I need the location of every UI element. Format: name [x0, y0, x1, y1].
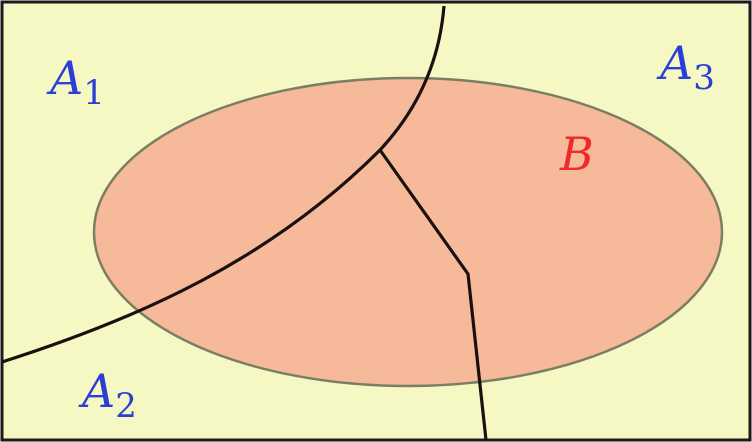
event-b-ellipse	[92, 76, 724, 388]
label-a3: A3	[656, 36, 715, 98]
label-b: B	[559, 127, 594, 181]
label-a1: A1	[46, 51, 105, 113]
partition-boundary-a2-a3	[378, 149, 488, 441]
label-a2: A2	[78, 364, 137, 426]
partition-boundary-a1-a2	[1, 5, 446, 364]
